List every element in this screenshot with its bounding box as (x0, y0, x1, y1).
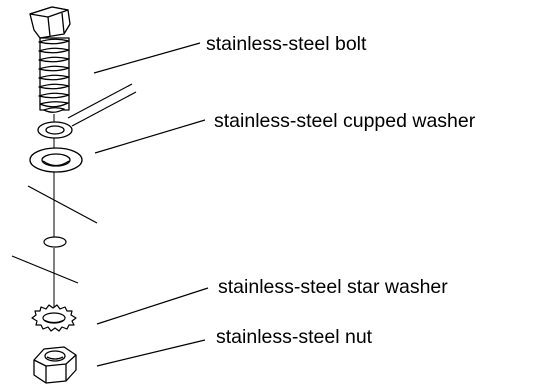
label-star-washer: stainless-steel star washer (218, 276, 448, 298)
leader-line-nut (96, 339, 206, 367)
flat-washer (37, 121, 73, 139)
bolt-shank (38, 37, 70, 113)
rod-lines (67, 83, 137, 127)
label-cupped-washer: stainless-steel cupped washer (214, 110, 476, 132)
bolt-illustration (29, 6, 71, 113)
star-washer (31, 304, 77, 332)
bolt-head (29, 6, 71, 39)
panel-hole (43, 236, 67, 248)
label-bolt: stainless-steel bolt (206, 33, 367, 55)
leader-line-star-washer (96, 287, 209, 325)
leader-line-cupped-washer (94, 119, 206, 154)
cupped-washer (29, 147, 83, 173)
mounting-panel (11, 185, 98, 284)
leader-line-bolt (93, 42, 201, 74)
leader-lines (93, 42, 209, 367)
hex-nut (33, 346, 77, 384)
label-nut: stainless-steel nut (216, 326, 373, 348)
